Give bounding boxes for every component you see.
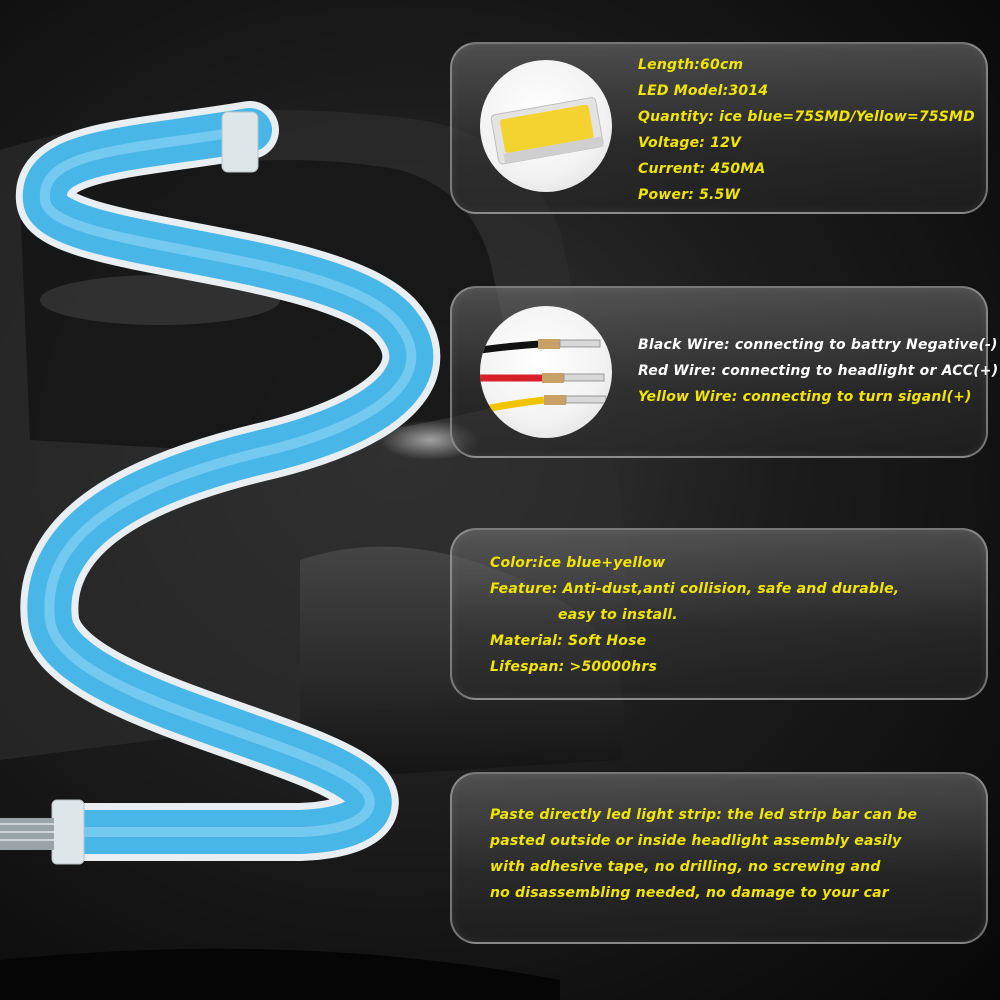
led-strip-illustration: [0, 101, 441, 865]
install-line: Paste directly led light strip: the led …: [490, 807, 918, 823]
wiring-panel: Black Wire: connecting to battry Negativ…: [450, 286, 998, 458]
install-line: pasted outside or inside headlight assem…: [490, 833, 902, 849]
strip-end-cap-top: [221, 111, 259, 173]
install-line: no disassembling needed, no damage to yo…: [490, 885, 889, 901]
wire-black-text: Black Wire: connecting to battry Negativ…: [638, 337, 998, 353]
strip-end-cap-bottom: [51, 799, 85, 865]
features-panel: Color:ice blue+yellow Feature: Anti-dust…: [450, 528, 988, 700]
wiring-list: Black Wire: connecting to battry Negativ…: [638, 332, 998, 410]
specs-list: Length:60cm LED Model:3014 Quantity: ice…: [638, 52, 975, 208]
strip-cable: [0, 818, 54, 850]
specs-panel: Length:60cm LED Model:3014 Quantity: ice…: [450, 42, 988, 214]
feature-description: Feature: Anti-dust,anti collision, safe …: [490, 581, 900, 597]
feature-description-cont: easy to install.: [558, 607, 678, 623]
led-chip-icon: [480, 60, 612, 192]
features-list: Color:ice blue+yellow Feature: Anti-dust…: [490, 550, 899, 680]
install-panel: Paste directly led light strip: the led …: [450, 772, 988, 944]
wire-yellow-text: Yellow Wire: connecting to turn siganl(+…: [638, 389, 972, 405]
install-line: with adhesive tape, no drilling, no scre…: [490, 859, 881, 875]
feature-lifespan: Lifespan: >50000hrs: [490, 659, 657, 675]
feature-material: Material: Soft Hose: [490, 633, 647, 649]
spec-power: Power: 5.5W: [638, 187, 741, 203]
wire-connectors-icon: [480, 306, 612, 438]
spec-current: Current: 450MA: [638, 161, 766, 177]
wire-red-text: Red Wire: connecting to headlight or ACC…: [638, 363, 999, 379]
feature-color: Color:ice blue+yellow: [490, 555, 666, 571]
spec-led-model: LED Model:3014: [638, 83, 769, 99]
spec-voltage: Voltage: 12V: [638, 135, 742, 151]
spec-quantity: Quantity: ice blue=75SMD/Yellow=75SMD: [638, 109, 976, 125]
install-text: Paste directly led light strip: the led …: [490, 802, 917, 906]
spec-length: Length:60cm: [638, 57, 744, 73]
